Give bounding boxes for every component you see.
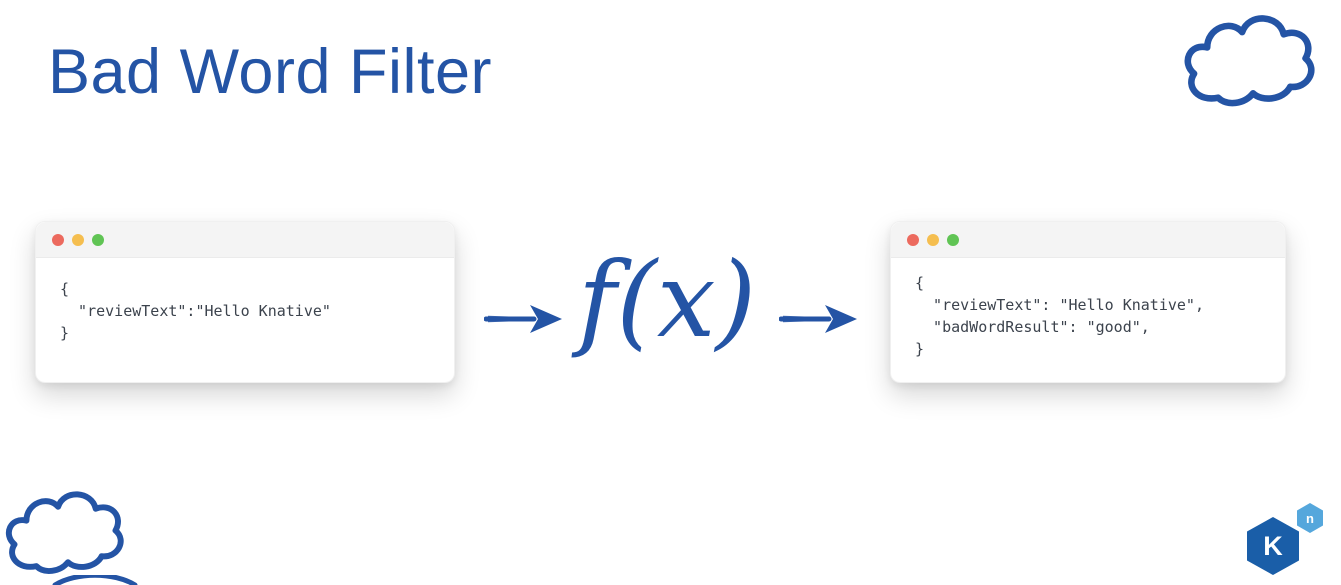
output-code-window: { "reviewText": "Hello Knative", "badWor… [890, 221, 1286, 383]
function-label: f(x) [577, 239, 757, 361]
code-line: "badWordResult": "good", [915, 318, 1150, 336]
logo-letter-k: K [1263, 530, 1283, 561]
slide-title: Bad Word Filter [48, 37, 492, 107]
input-code-window: { "reviewText":"Hello Knative" } [35, 221, 455, 383]
cloud-icon [1184, 15, 1315, 107]
logo-hexagon-n: n [1295, 501, 1325, 535]
minimize-dot-icon [927, 233, 939, 246]
logo-hexagon-k: K [1247, 517, 1299, 575]
right-arrow-icon [484, 305, 562, 333]
right-arrow-icon [779, 305, 857, 333]
code-line: "reviewText": "Hello Knative", [915, 296, 1204, 314]
input-json-code: { "reviewText":"Hello Knative" } [36, 258, 454, 344]
maximize-dot-icon [92, 233, 104, 246]
minimize-dot-icon [72, 233, 84, 246]
cloud-icon [5, 491, 124, 574]
output-json-code: { "reviewText": "Hello Knative", "badWor… [891, 258, 1285, 360]
partial-cloud-icon [52, 575, 138, 585]
close-dot-icon [907, 233, 919, 246]
window-titlebar [36, 222, 454, 258]
window-titlebar [891, 222, 1285, 258]
code-line: { [60, 280, 70, 298]
knative-logo: K n [1241, 501, 1325, 577]
code-line: { [915, 274, 925, 292]
logo-letter-n: n [1306, 510, 1314, 526]
logo-hexagon-n-inner: n [1297, 503, 1323, 533]
close-dot-icon [52, 233, 64, 246]
maximize-dot-icon [947, 233, 959, 246]
code-line: } [60, 324, 70, 342]
code-line: "reviewText":"Hello Knative" [60, 302, 331, 320]
code-line: } [915, 340, 925, 358]
